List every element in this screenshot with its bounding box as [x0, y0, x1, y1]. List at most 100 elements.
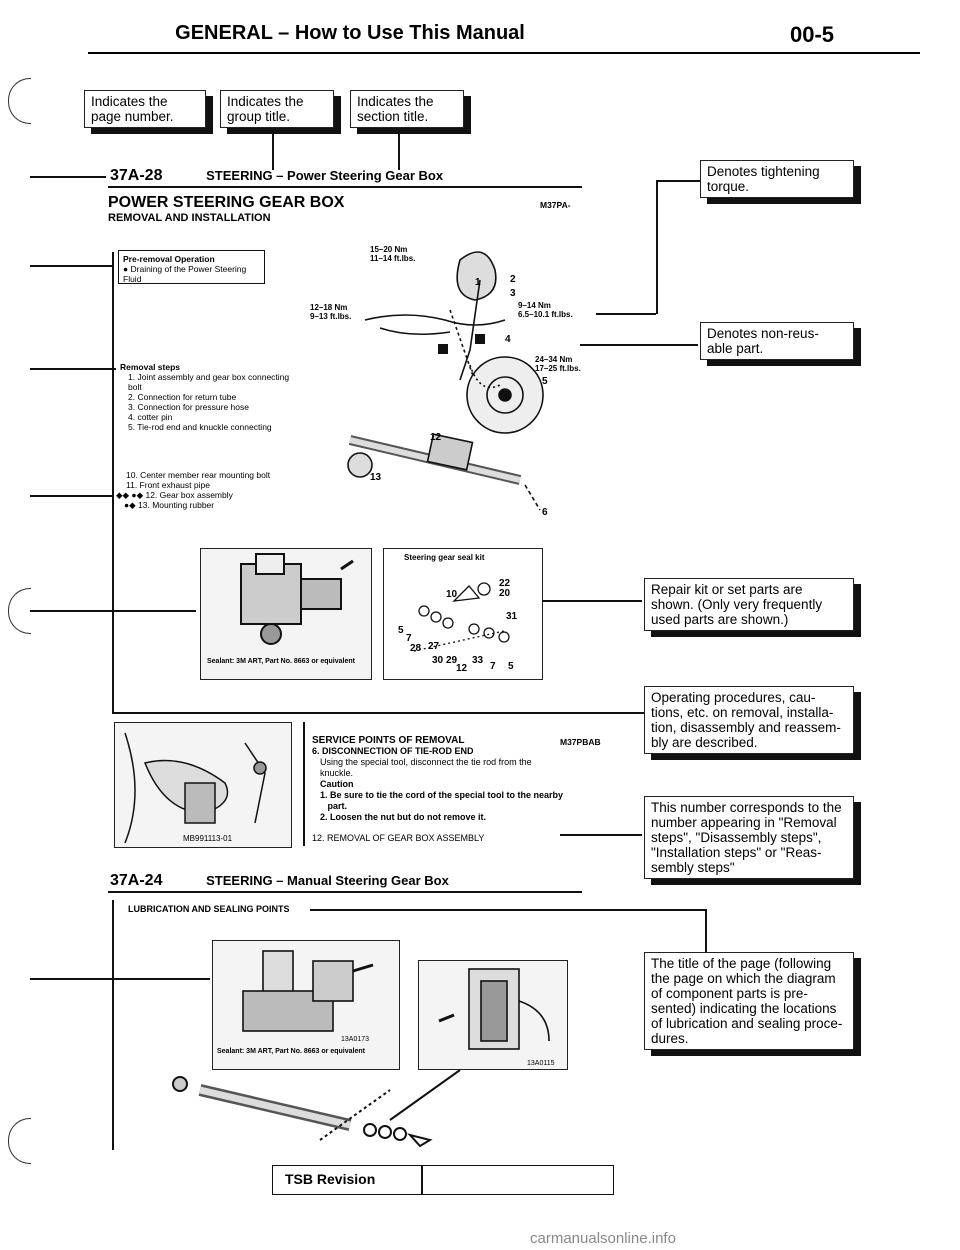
- callout-repair-kit: Repair kit or set parts are shown. (Only…: [644, 578, 854, 631]
- pre-removal-item: ● Draining of the Power Steering Fluid: [123, 264, 247, 284]
- seal-kit-title: Steering gear seal kit: [404, 553, 485, 562]
- callout-non-reusable: Denotes non-reus- able part.: [700, 322, 854, 360]
- callout-tightening-torque: Denotes tightening torque.: [700, 160, 854, 198]
- section-subtitle: REMOVAL AND INSTALLATION: [108, 212, 271, 224]
- callout-line: bly are described.: [651, 735, 758, 750]
- callout-line: Indicates the: [357, 94, 434, 109]
- callout-line: The title of the page (following: [651, 956, 832, 971]
- torque-label: 12–18 Nm: [310, 303, 347, 312]
- service-text: Using the special tool, disconnect the t…: [320, 757, 532, 767]
- example2-group-title: STEERING – Manual Steering Gear Box: [206, 873, 449, 888]
- service-text: knuckle.: [320, 768, 354, 778]
- tsb-revision-box: TSB Revision: [272, 1165, 614, 1195]
- callout-line: Indicates the: [91, 94, 168, 109]
- callout-line: of lubrication and sealing proce-: [651, 1016, 843, 1031]
- example-rule: [108, 186, 582, 188]
- part-number: 5: [542, 376, 548, 387]
- removal-steps-heading: Removal steps: [120, 362, 180, 372]
- kit-number: 12: [456, 663, 468, 674]
- sealant-drawing: [240, 553, 354, 645]
- callout-line: number appearing in "Removal: [651, 815, 837, 830]
- lubrication-drawing-left: 13A0173: [242, 950, 374, 1043]
- arrow-step-marks: [30, 495, 114, 497]
- part-number: 1: [475, 277, 481, 288]
- torque-label: 11–14 ft.lbs.: [370, 254, 415, 263]
- binder-mark-top: [8, 78, 31, 124]
- callout-line: tions, etc. on removal, installa-: [651, 705, 834, 720]
- section-title: POWER STEERING GEAR BOX: [108, 194, 345, 211]
- torque-label: 6.5–10.1 ft.lbs.: [518, 310, 573, 319]
- service-step-12: 12. REMOVAL OF GEAR BOX ASSEMBLY: [312, 833, 485, 843]
- arrow-lubrication: [310, 909, 706, 911]
- callout-page-number: Indicates the page number.: [84, 90, 206, 128]
- service-divider: [303, 722, 305, 846]
- callout-number-corresponds: This number corresponds to the number ap…: [644, 796, 854, 879]
- arrow-number: [560, 834, 642, 836]
- arrow-torque-bottom: [596, 313, 656, 315]
- arrow-torque-vertical: [656, 180, 658, 314]
- removal-step: ●◆ 13. Mounting rubber: [124, 500, 215, 510]
- removal-step: 10. Center member rear mounting bolt: [126, 470, 271, 480]
- example-group-line: 37A-28 STEERING – Power Steering Gear Bo…: [110, 167, 580, 185]
- callout-section-title: Indicates the section title.: [350, 90, 464, 128]
- callout-line: Repair kit or set parts are: [651, 582, 803, 597]
- callout-line: This number corresponds to the: [651, 800, 842, 815]
- callout-operating-procedures: Operating procedures, cau- tions, etc. o…: [644, 686, 854, 754]
- example2-page-code: 37A-24: [110, 872, 163, 889]
- service-heading: SERVICE POINTS OF REMOVAL: [312, 735, 465, 746]
- sealant-caption-2: Sealant: 3M ART, Part No. 8663 or equiva…: [217, 1048, 365, 1055]
- sealant-caption: Sealant: 3M ART, Part No. 8663 or equiva…: [207, 658, 355, 665]
- callout-line: Operating procedures, cau-: [651, 690, 816, 705]
- kit-number: 27: [428, 641, 440, 652]
- seal-kit-drawing: 10 22 20 31 5 7 28 27 30 29 12 33 7 5: [398, 578, 518, 674]
- tsb-separator: [421, 1166, 423, 1194]
- torque-label: 9–14 Nm: [518, 301, 551, 310]
- callout-line: Denotes non-reus-: [707, 326, 819, 341]
- removal-steps: Removal steps 1. Joint assembly and gear…: [120, 362, 289, 432]
- non-reusable-mark: [438, 344, 448, 354]
- callout-line: torque.: [707, 179, 750, 194]
- torque-label: 15–20 Nm: [370, 245, 407, 254]
- arrow-repair-kit: [542, 600, 642, 602]
- caution-item: 1. Be sure to tie the cord of the specia…: [320, 790, 564, 800]
- lubrication-figure-right: 13A0115: [418, 960, 568, 1070]
- callout-lubrication-title: The title of the page (following the pag…: [644, 952, 854, 1050]
- non-reusable-mark: [475, 334, 485, 344]
- removal-step: 5. Tie-rod end and knuckle connecting: [128, 422, 272, 432]
- part-number: 3: [510, 288, 516, 299]
- callout-line: section title.: [357, 109, 429, 124]
- arrow-removal-steps: [30, 368, 116, 370]
- kit-number: 28: [410, 643, 422, 654]
- callout-line: Denotes tightening: [707, 164, 820, 179]
- pre-removal-box: Pre-removal Operation ● Draining of the …: [118, 250, 265, 284]
- kit-number: 7: [490, 661, 496, 672]
- arrow-non-reusable: [580, 344, 698, 346]
- caution-item: part.: [320, 801, 348, 811]
- arrow-lubrication-vertical: [705, 909, 707, 953]
- service-ref: M37PBAB: [560, 737, 601, 747]
- callout-line: the page on which the diagram: [651, 971, 836, 986]
- tie-rod-assembly-drawing: [172, 1070, 461, 1148]
- binder-mark-bottom: [8, 1118, 31, 1164]
- callout-line: sembly steps": [651, 860, 735, 875]
- caution-label: Caution: [320, 779, 354, 789]
- removal-step: 4. cotter pin: [128, 412, 173, 422]
- arrow-sealant-2: [30, 978, 210, 980]
- part-number: 13: [370, 472, 382, 483]
- kit-number: 31: [506, 611, 518, 622]
- kit-number: 30: [432, 655, 444, 666]
- lubrication-heading: LUBRICATION AND SEALING POINTS: [128, 904, 290, 914]
- service-points: SERVICE POINTS OF REMOVAL 6. DISCONNECTI…: [312, 735, 563, 844]
- torque-label: 17–25 ft.lbs.: [535, 364, 581, 373]
- tie-rod-figure: MB991113-01: [114, 722, 292, 848]
- example-page-code: 37A-28: [110, 167, 163, 184]
- service-step-title: 6. DISCONNECTION OF TIE-ROD END: [312, 746, 474, 756]
- example2-rule: [108, 891, 582, 893]
- callout-line: dures.: [651, 1031, 689, 1046]
- arrow-torque-top: [656, 180, 700, 182]
- section-divider: [112, 712, 662, 714]
- part-number: 4: [505, 334, 511, 345]
- kit-number: 33: [472, 655, 484, 666]
- figure-code: 13A0115: [527, 1060, 555, 1067]
- callout-line: shown. (Only very frequently: [651, 597, 823, 612]
